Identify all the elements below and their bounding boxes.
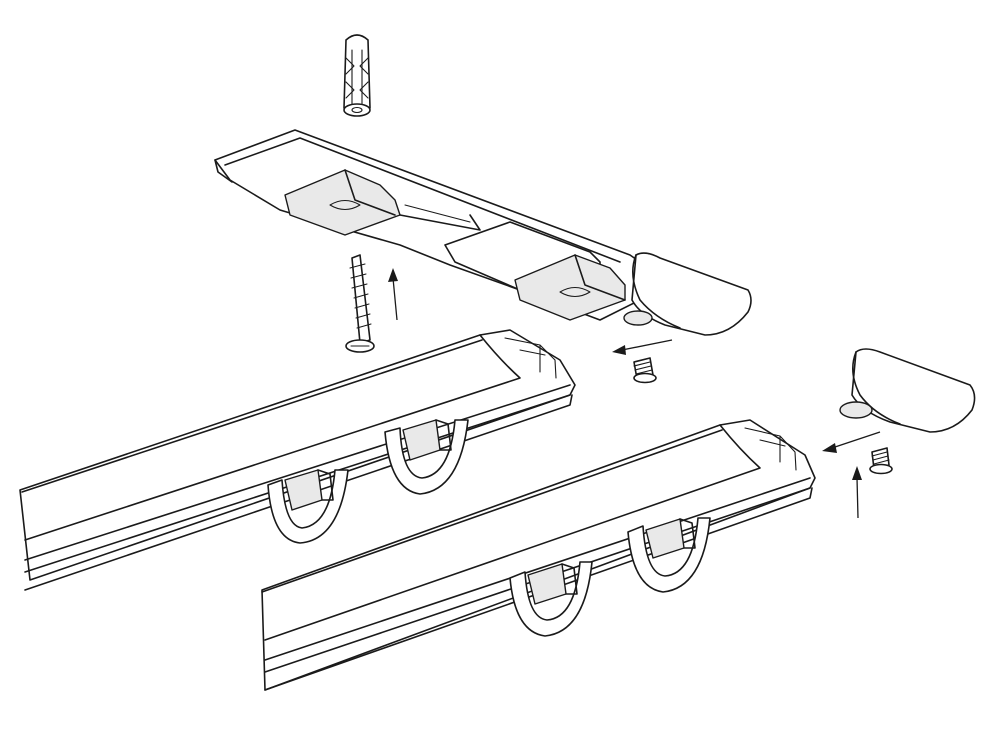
end-cap-bottom bbox=[839, 348, 976, 433]
arrow-left-bottom bbox=[822, 431, 881, 453]
arrow-left-top bbox=[612, 339, 673, 355]
set-screw-top bbox=[633, 357, 657, 384]
runner-hook bbox=[627, 517, 711, 593]
mounting-bracket bbox=[214, 129, 641, 321]
runner-hook bbox=[267, 469, 349, 544]
arrow-up-screw bbox=[388, 268, 398, 321]
runner-hook bbox=[384, 419, 469, 495]
end-cap-top bbox=[623, 252, 752, 336]
curtain-track-back bbox=[261, 419, 816, 691]
runner-hook bbox=[509, 561, 593, 637]
set-screw-bottom bbox=[869, 447, 893, 475]
wall-plug-icon bbox=[343, 34, 371, 117]
curtain-track-front bbox=[19, 329, 576, 591]
wood-screw-icon bbox=[345, 254, 375, 353]
arrow-up-bottom bbox=[852, 466, 862, 519]
